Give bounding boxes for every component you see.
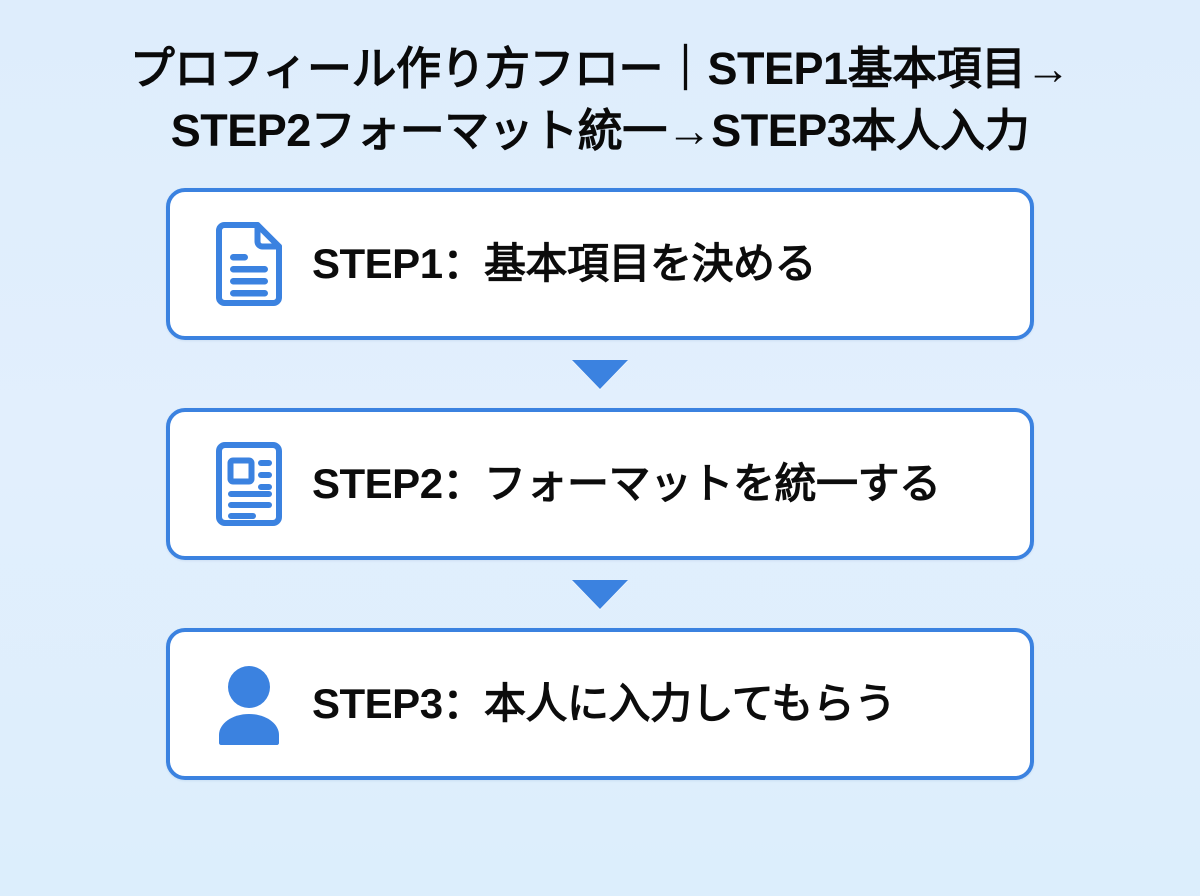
arrow-down-icon bbox=[572, 579, 628, 609]
page-title-line-2: STEP2フォーマット統一→STEP3本人入力 bbox=[170, 105, 1030, 157]
arrow-down-icon bbox=[572, 359, 628, 389]
step-box-2[interactable]: STEP2：フォーマットを統一する bbox=[166, 408, 1034, 561]
step-box-1[interactable]: STEP1：基本項目を決める bbox=[166, 188, 1034, 341]
step-label-3: STEP3：本人に入力してもらう bbox=[312, 680, 896, 728]
page-title: プロフィール作り方フロー｜STEP1基本項目→ STEP2フォーマット統一→ST… bbox=[60, 38, 1140, 162]
person-icon bbox=[208, 658, 290, 750]
document-icon bbox=[208, 218, 290, 310]
connector-1 bbox=[572, 340, 628, 408]
step-label-1: STEP1：基本項目を決める bbox=[312, 240, 817, 288]
step-label-2: STEP2：フォーマットを統一する bbox=[312, 460, 941, 508]
connector-2 bbox=[572, 560, 628, 628]
page-title-line-1: プロフィール作り方フロー｜STEP1基本項目→ bbox=[129, 43, 1071, 94]
step-box-3[interactable]: STEP3：本人に入力してもらう bbox=[166, 628, 1034, 781]
form-document-icon bbox=[208, 438, 290, 530]
step-flow: STEP1：基本項目を決める STEP2：フォーマットを統一する bbox=[166, 188, 1034, 781]
